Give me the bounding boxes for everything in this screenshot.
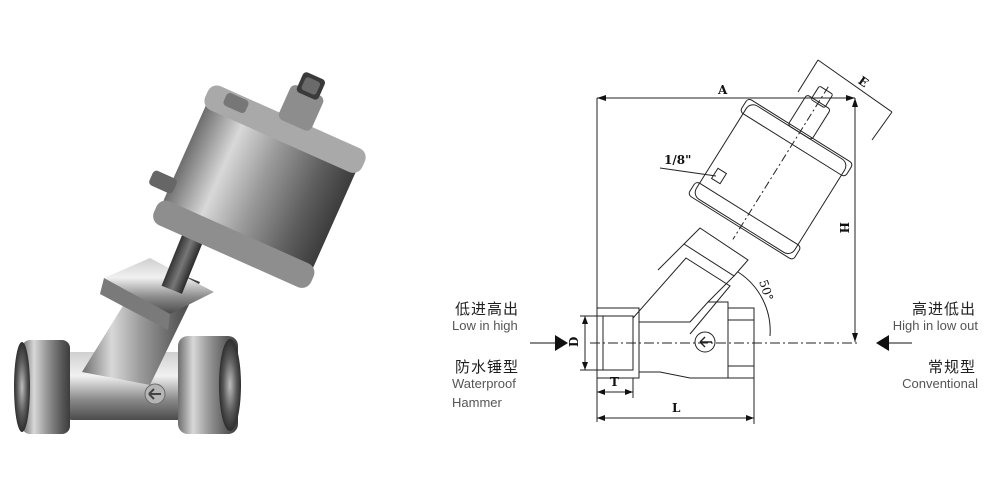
dim-d: D [567, 337, 581, 347]
left-bottom-cn: 防水锤型 [455, 358, 520, 376]
port-size: 1/8" [664, 153, 691, 167]
left-bottom-en-1: Waterproof [452, 376, 516, 391]
left-top-cn: 低进高出 [455, 300, 520, 318]
dim-h: H [837, 222, 851, 233]
actuator [153, 72, 366, 288]
left-top-en: Low in high [452, 318, 518, 333]
left-flow-arrow [555, 335, 568, 351]
dim-a: A [717, 83, 728, 97]
right-bottom-cn: 常规型 [927, 358, 976, 376]
dim-l: L [672, 401, 681, 415]
drawing-body [596, 301, 755, 379]
right-flow-arrow [876, 335, 889, 351]
right-top-en: High in low out [892, 318, 978, 333]
right-top-cn: 高进低出 [911, 300, 976, 318]
left-bottom-en-2: Hammer [452, 395, 502, 410]
drawing-neck [632, 227, 749, 335]
right-bottom-en: Conventional [902, 376, 978, 391]
angle-label: 50° [756, 278, 776, 303]
dim-t: T [610, 375, 619, 389]
valve-body [14, 258, 241, 434]
drawing-actuator [688, 86, 853, 260]
